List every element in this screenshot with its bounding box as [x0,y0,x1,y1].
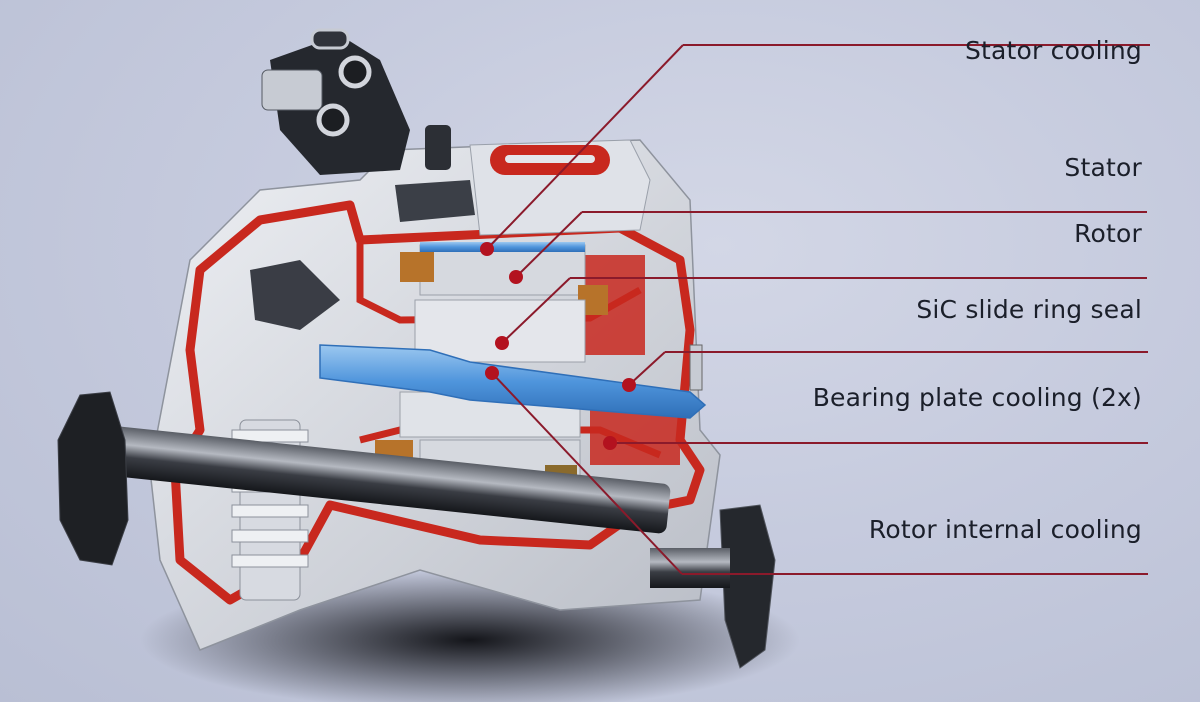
label-stator-cooling: Stator cooling [964,36,1142,65]
callout-dot [622,378,636,392]
callout-dot [495,336,509,350]
coolant-port-assembly [261,28,451,175]
label-rotor: Rotor [1074,219,1142,248]
rotor [399,299,586,438]
leader-bearing-plate-cooling [603,436,1148,450]
callout-dot [485,366,499,380]
callout-dot [480,242,494,256]
leader-rotor-internal-cooling [485,366,1148,575]
label-sic-slide-ring-seal: SiC slide ring seal [916,295,1142,324]
leader-stator [509,211,1147,284]
label-rotor-internal-cooling: Rotor internal cooling [868,515,1142,544]
leader-stator-cooling [480,44,1150,256]
callout-dot [603,436,617,450]
drive-shaft [57,391,776,669]
leader-sic-slide-ring-seal [622,351,1148,392]
label-bearing-plate-cooling: Bearing plate cooling (2x) [812,383,1142,412]
callout-dot [509,270,523,284]
callout-leaders [480,44,1150,575]
label-stator: Stator [1064,153,1142,182]
rotor-coolant-lance [319,344,707,419]
leader-rotor [495,277,1147,350]
